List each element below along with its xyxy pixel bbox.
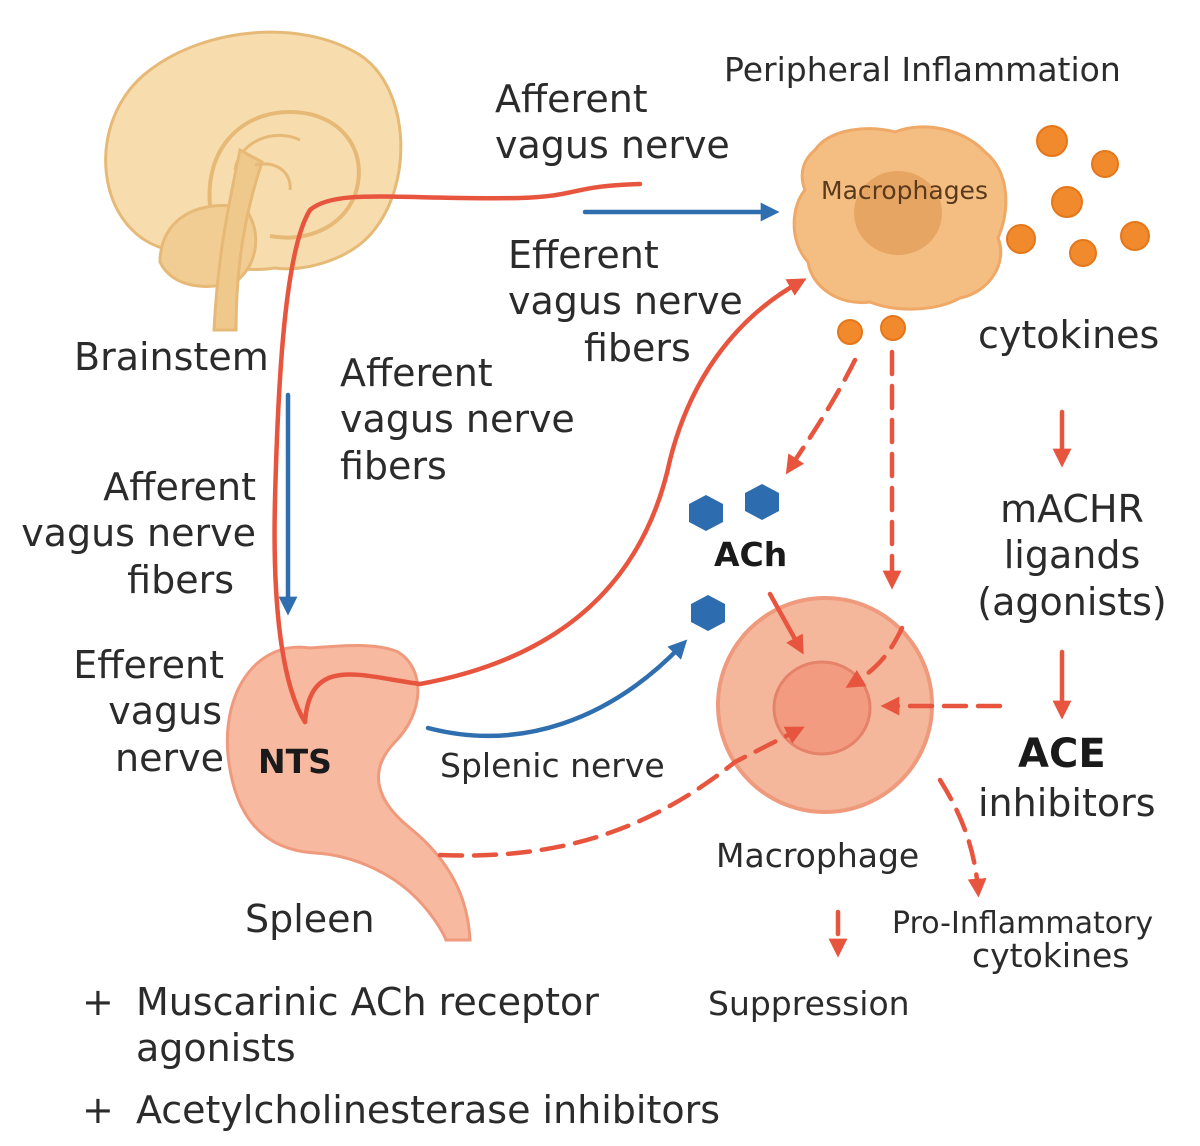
splenic-nerve-blue-arrow [425,639,688,739]
ach-to-macrophage-arrow [767,591,804,655]
label-efferent-fibers-top: Efferent vagus nerve fibers [508,232,743,371]
bullet-muscarinic-line1: Muscarinic ACh receptor [135,980,599,1024]
label-suppression: Suppression [708,984,910,1023]
label-efferent-left: Efferent vagus nerve [20,642,224,781]
label-efferent-fibers-top-line3: fibers [584,325,691,370]
label-efferent-fibers-top-line1: Efferent [508,233,659,277]
efferent-vagus-fibers-path [302,278,807,725]
label-peripheral-inflammation: Peripheral Inflammation [724,50,1121,89]
label-afferent-top: Afferent vagus nerve [495,76,730,169]
label-machr-line1: mACHR [1000,487,1144,531]
dashed-to-nucleus-arrow [845,625,905,688]
label-machr-ligands: mACHR ligands (agonists) [974,486,1170,625]
label-spleen: Spleen [245,897,375,941]
bullet-muscarinic-line2: agonists [135,1025,296,1070]
label-machr-line3: (agonists) [977,579,1167,624]
label-afferent-fibers-left-line3: fibers [127,557,234,602]
label-cytokines: cytokines [978,313,1160,357]
label-afferent-fibers-mid: Afferent vagus nerve fibers [340,350,575,489]
label-macrophages: Macrophages [821,176,988,205]
label-afferent-fibers-mid-line1: Afferent [340,351,493,395]
dashed-spleen-to-macrophage [437,726,805,858]
brain-illustration [104,30,403,332]
label-ace-inhibitors: inhibitors [978,781,1156,825]
dashed-pro-inflammatory-arrow [937,777,987,898]
ach-molecules [689,484,779,631]
bullet-acetylcholinesterase-line1: Acetylcholinesterase inhibitors [135,1088,721,1132]
label-afferent-fibers-left: Afferent vagus nerve fibers [6,464,256,603]
bullet-marker-plus-2: + [82,1088,114,1132]
label-afferent-fibers-mid-line3: fibers [340,443,447,488]
label-afferent-fibers-left-line1: Afferent [103,465,256,509]
label-macrophage: Macrophage [716,836,920,875]
label-splenic-nerve: Splenic nerve [440,746,665,785]
label-machr-line2: ligands [1003,533,1141,578]
label-ace: ACE [1018,731,1106,777]
label-afferent-fibers-mid-line2: vagus nerve [340,397,575,442]
label-efferent-left-line1: Efferent [73,643,224,687]
label-pro-inflammatory: Pro-Inflammatory [892,906,1154,941]
label-ach: ACh [714,535,788,574]
dashed-to-ach-arrow [785,357,858,475]
inflammatory-macrophage-cell [792,125,1008,311]
label-afferent-top-line2: vagus nerve [495,123,730,168]
label-nts: NTS [258,742,332,781]
macrophage-cell [716,596,934,814]
afferent-vagus-nerve-path [272,181,643,725]
label-efferent-left-line3: nerve [115,735,224,780]
bullet-item-muscarinic: + Muscarinic ACh receptor agonists [82,980,599,1071]
label-afferent-top-line1: Afferent [495,77,648,121]
label-afferent-fibers-left-line2: vagus nerve [21,511,256,556]
label-efferent-fibers-top-line2: vagus nerve [508,279,743,324]
bullet-marker-plus: + [82,980,114,1024]
label-efferent-left-line2: vagus [108,689,222,734]
cytokine-particles [837,125,1150,345]
label-brainstem: Brainstem [74,335,269,379]
bullet-item-acetylcholinesterase: + Acetylcholinesterase inhibitors [82,1088,720,1134]
label-pro-cytokines: cytokines [972,936,1130,975]
